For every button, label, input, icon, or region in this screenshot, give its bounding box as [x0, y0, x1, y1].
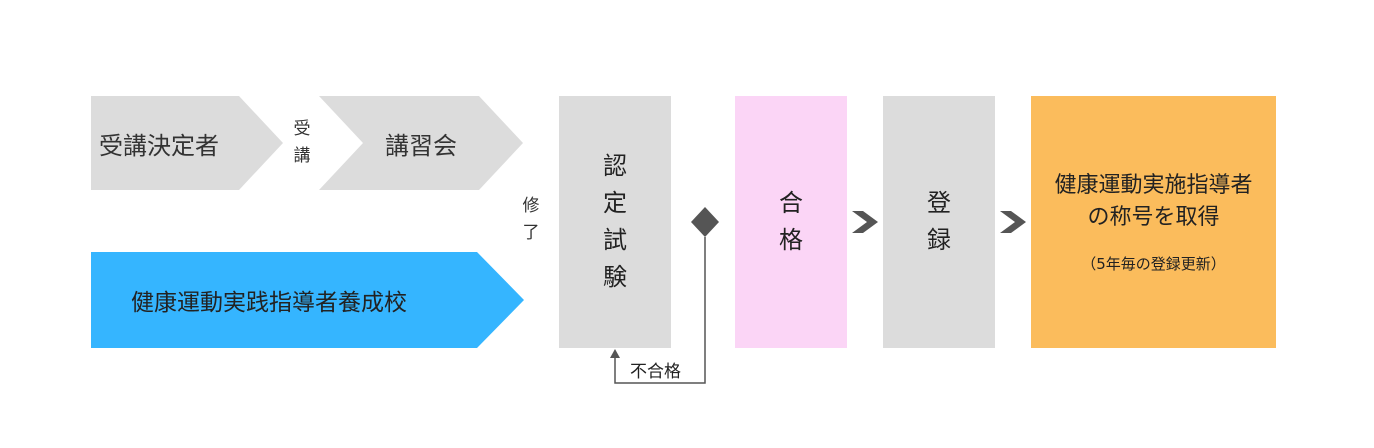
renewal-note: （5年毎の登録更新） [1081, 255, 1226, 273]
attend-connector-label: 受 講 [293, 119, 311, 166]
fail-loop-line [614, 237, 706, 384]
fail-arrowhead-icon [610, 349, 620, 358]
result-line-2: の称号を取得 [1087, 205, 1220, 230]
lecture-label: 講習会 [385, 131, 457, 160]
complete-connector-label: 修 了 [522, 196, 540, 243]
decision-diamond-icon [691, 207, 719, 237]
training-school-label: 健康運動実践指導者養成校 [131, 290, 407, 316]
training-school-step: 健康運動実践指導者養成校 [91, 252, 524, 348]
applicant-label: 受講決定者 [99, 131, 219, 160]
result-line-1: 健康運動実施指導者 [1054, 173, 1253, 198]
applicant-step: 受講決定者 [91, 96, 283, 190]
certification-exam-step: 認 定 試 験 [559, 96, 671, 348]
pass-to-register-arrow-icon [852, 211, 878, 233]
registration-step: 登 録 [883, 96, 995, 348]
title-acquisition-result: 健康運動実施指導者 の称号を取得 （5年毎の登録更新） [1031, 96, 1276, 348]
fail-label: 不合格 [630, 362, 681, 382]
pass-step: 合 格 [735, 96, 847, 348]
register-to-result-arrow-icon [1000, 211, 1026, 233]
